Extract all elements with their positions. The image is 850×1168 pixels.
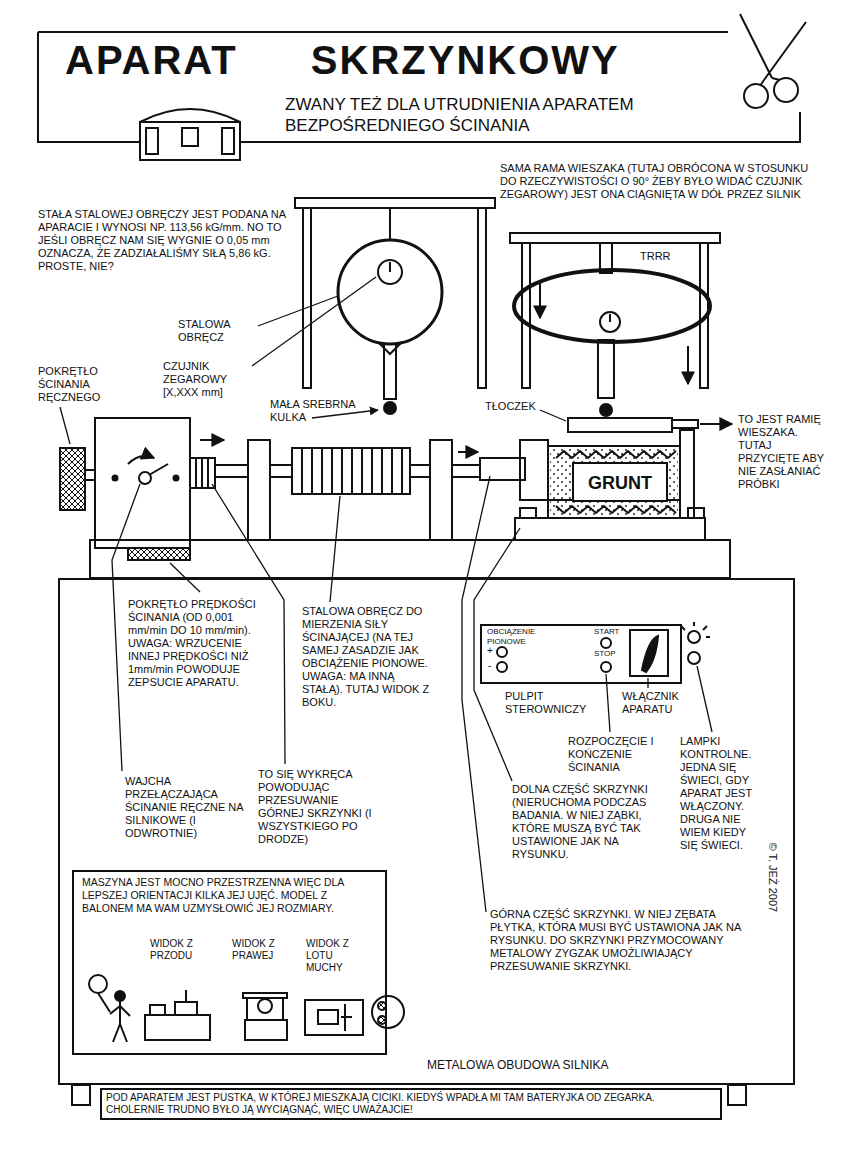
button-label: - <box>488 660 498 672</box>
part-label: STALOWA OBRĘCZ DO MIERZENIA SIŁY ŚCINAJĄ… <box>302 605 432 709</box>
inset-note: MASZYNA JEST MOCNO PRZESTRZENNA WIĘC DLA… <box>82 876 380 915</box>
view-label: WIDOK Z PRZODU <box>150 938 210 962</box>
part-label: WŁĄCZNIK APARATU <box>622 690 702 716</box>
part-label: PULPIT STEROWNICZY <box>505 690 590 716</box>
housing-label: METALOWA OBUDOWA SILNIKA <box>427 1058 727 1072</box>
part-label: POKRĘTŁO PRĘDKOŚCI ŚCINANIA (OD 0,001 mm… <box>128 598 266 689</box>
part-label: POKRĘTŁO ŚCINANIA RĘCZNEGO <box>38 365 108 404</box>
part-label: CZUJNIK ZEGAROWY [X,XXX mm] <box>163 360 258 399</box>
node-label: GRUNT <box>574 473 666 493</box>
subtitle: ZWANY TEŻ DLA UTRUDNIENIA APARATEM BEZPO… <box>285 94 755 136</box>
shear-machine <box>60 418 732 578</box>
chest-icon <box>140 109 240 160</box>
copyright: © T. JEŻ 2007 <box>766 843 779 923</box>
part-label: TO JEST RAMIĘ WIESZAKA. TUTAJ PRZYCIĘTE … <box>738 413 828 491</box>
bottom-note: POD APARATEM JEST PUSTKA, W KTÓREJ MIESZ… <box>100 1088 722 1120</box>
leader-lines <box>60 277 712 912</box>
button-label: + <box>487 645 497 657</box>
sound-label: TRRR <box>640 250 684 263</box>
note: STAŁA STALOWEJ OBRĘCZY JEST PODANA NA AP… <box>38 208 308 273</box>
hanger-side-view <box>510 233 720 416</box>
scale-inset: MASZYNA JEST MOCNO PRZESTRZENNA WIĘC DLA… <box>72 870 387 1055</box>
part-label: WAJCHA PRZEŁĄCZAJĄCA ŚCINANIE RĘCZNE NA … <box>125 775 250 840</box>
part-label: GÓRNA CZĘŚĆ SKRZYNKI. W NIEJ ZĘBATA PŁYT… <box>490 908 760 973</box>
part-label: TŁOCZEK <box>485 400 540 413</box>
soil-sample: GRUNT <box>572 462 668 502</box>
note: SAMA RAMA WIESZAKA (TUTAJ OBRÓCONA W STO… <box>500 162 810 201</box>
part-label: TO SIĘ WYKRĘCA POWODUJĄC PRZESUWANIE GÓR… <box>258 768 378 846</box>
hanger-front-view <box>295 198 495 414</box>
view-label: WIDOK Z LOTU MUCHY <box>306 938 362 974</box>
part-label: MAŁA SREBRNA KULKA <box>270 398 370 424</box>
warning-note: POD APARATEM JEST PUSTKA, W KTÓREJ MIESZ… <box>106 1092 714 1116</box>
part-label: LAMPKI KONTROLNE. JEDNA SIĘ ŚWIECI, GDY … <box>680 735 762 852</box>
control-panel: OBCIĄŻENIE PIONOWE+ - START STOP <box>480 624 682 684</box>
title: APARAT SKRZYNKOWY <box>65 36 620 84</box>
panel-label: OBCIĄŻENIE PIONOWE <box>487 627 551 647</box>
part-label: STALOWA OBRĘCZ <box>178 318 258 344</box>
part-label: DOLNA CZĘŚĆ SKRZYNKI (NIERUCHOMA PODCZAS… <box>512 783 660 861</box>
button-label: STOP <box>594 649 628 659</box>
button-label: START <box>594 627 628 637</box>
scale-views <box>89 975 404 1042</box>
view-label: WIDOK Z PRAWEJ <box>232 938 292 962</box>
scissors-icon <box>740 14 806 108</box>
part-label: ROZPOCZĘCIE I KOŃCZENIE ŚCINANIA <box>568 735 663 774</box>
